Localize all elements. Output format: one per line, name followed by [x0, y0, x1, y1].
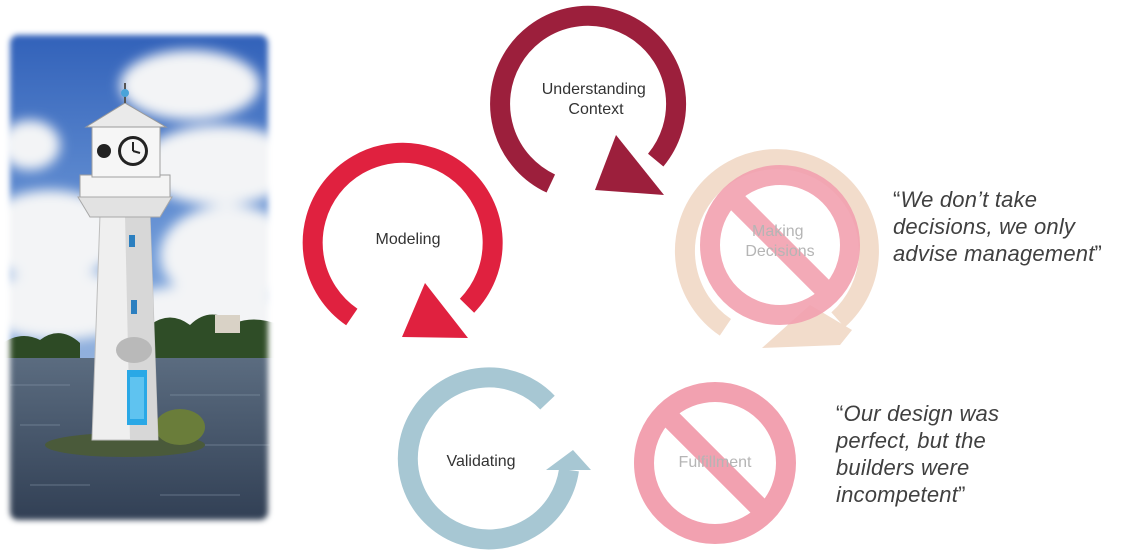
validating-label: Validating	[446, 453, 515, 470]
cycle-understanding-context: Understanding Context	[490, 5, 687, 195]
quote-fulfillment: “Our design was perfect, but the builder…	[836, 400, 1096, 508]
fulfillment-label: Fulfillment	[679, 454, 752, 471]
quote-line: decisions, we only	[893, 214, 1076, 239]
understanding-context-arc	[490, 5, 687, 193]
quote-line: builders were	[836, 455, 970, 480]
quote-decisions: “We don’t take decisions, we only advise…	[893, 186, 1138, 267]
lighthouse-photo	[0, 25, 300, 530]
modeling-arrowhead	[402, 283, 468, 338]
making-decisions-arc	[674, 149, 879, 336]
quote-close-mark: ”	[1094, 241, 1103, 266]
making-decisions-label: Making Decisions	[745, 223, 814, 260]
validating-arc	[397, 367, 579, 550]
quote-line: perfect, but the	[836, 428, 986, 453]
quote-line: incompetent	[836, 482, 959, 507]
quote-line: advise management	[893, 241, 1095, 266]
quote-open-mark: “	[836, 401, 844, 426]
quote-line: Our design was	[843, 401, 1000, 426]
understanding-context-arrowhead	[595, 135, 664, 195]
prohibition-sign-fulfillment	[634, 382, 796, 544]
cycle-validating: Validating	[397, 367, 591, 550]
prohibition-sign-decisions	[700, 165, 860, 325]
quote-close-mark: ”	[958, 482, 966, 507]
modeling-arc	[302, 142, 503, 326]
cycle-modeling: Modeling	[302, 142, 503, 338]
quote-line: We don’t take	[900, 187, 1038, 212]
modeling-label: Modeling	[376, 231, 441, 248]
cycle-making-decisions: Making Decisions	[674, 149, 879, 348]
validating-arrowhead	[546, 450, 591, 470]
making-decisions-arrowhead	[762, 305, 852, 348]
quote-open-mark: “	[893, 187, 901, 212]
cycle-fulfillment: Fulfillment	[634, 382, 796, 544]
understanding-context-label: Understanding Context	[542, 81, 651, 118]
